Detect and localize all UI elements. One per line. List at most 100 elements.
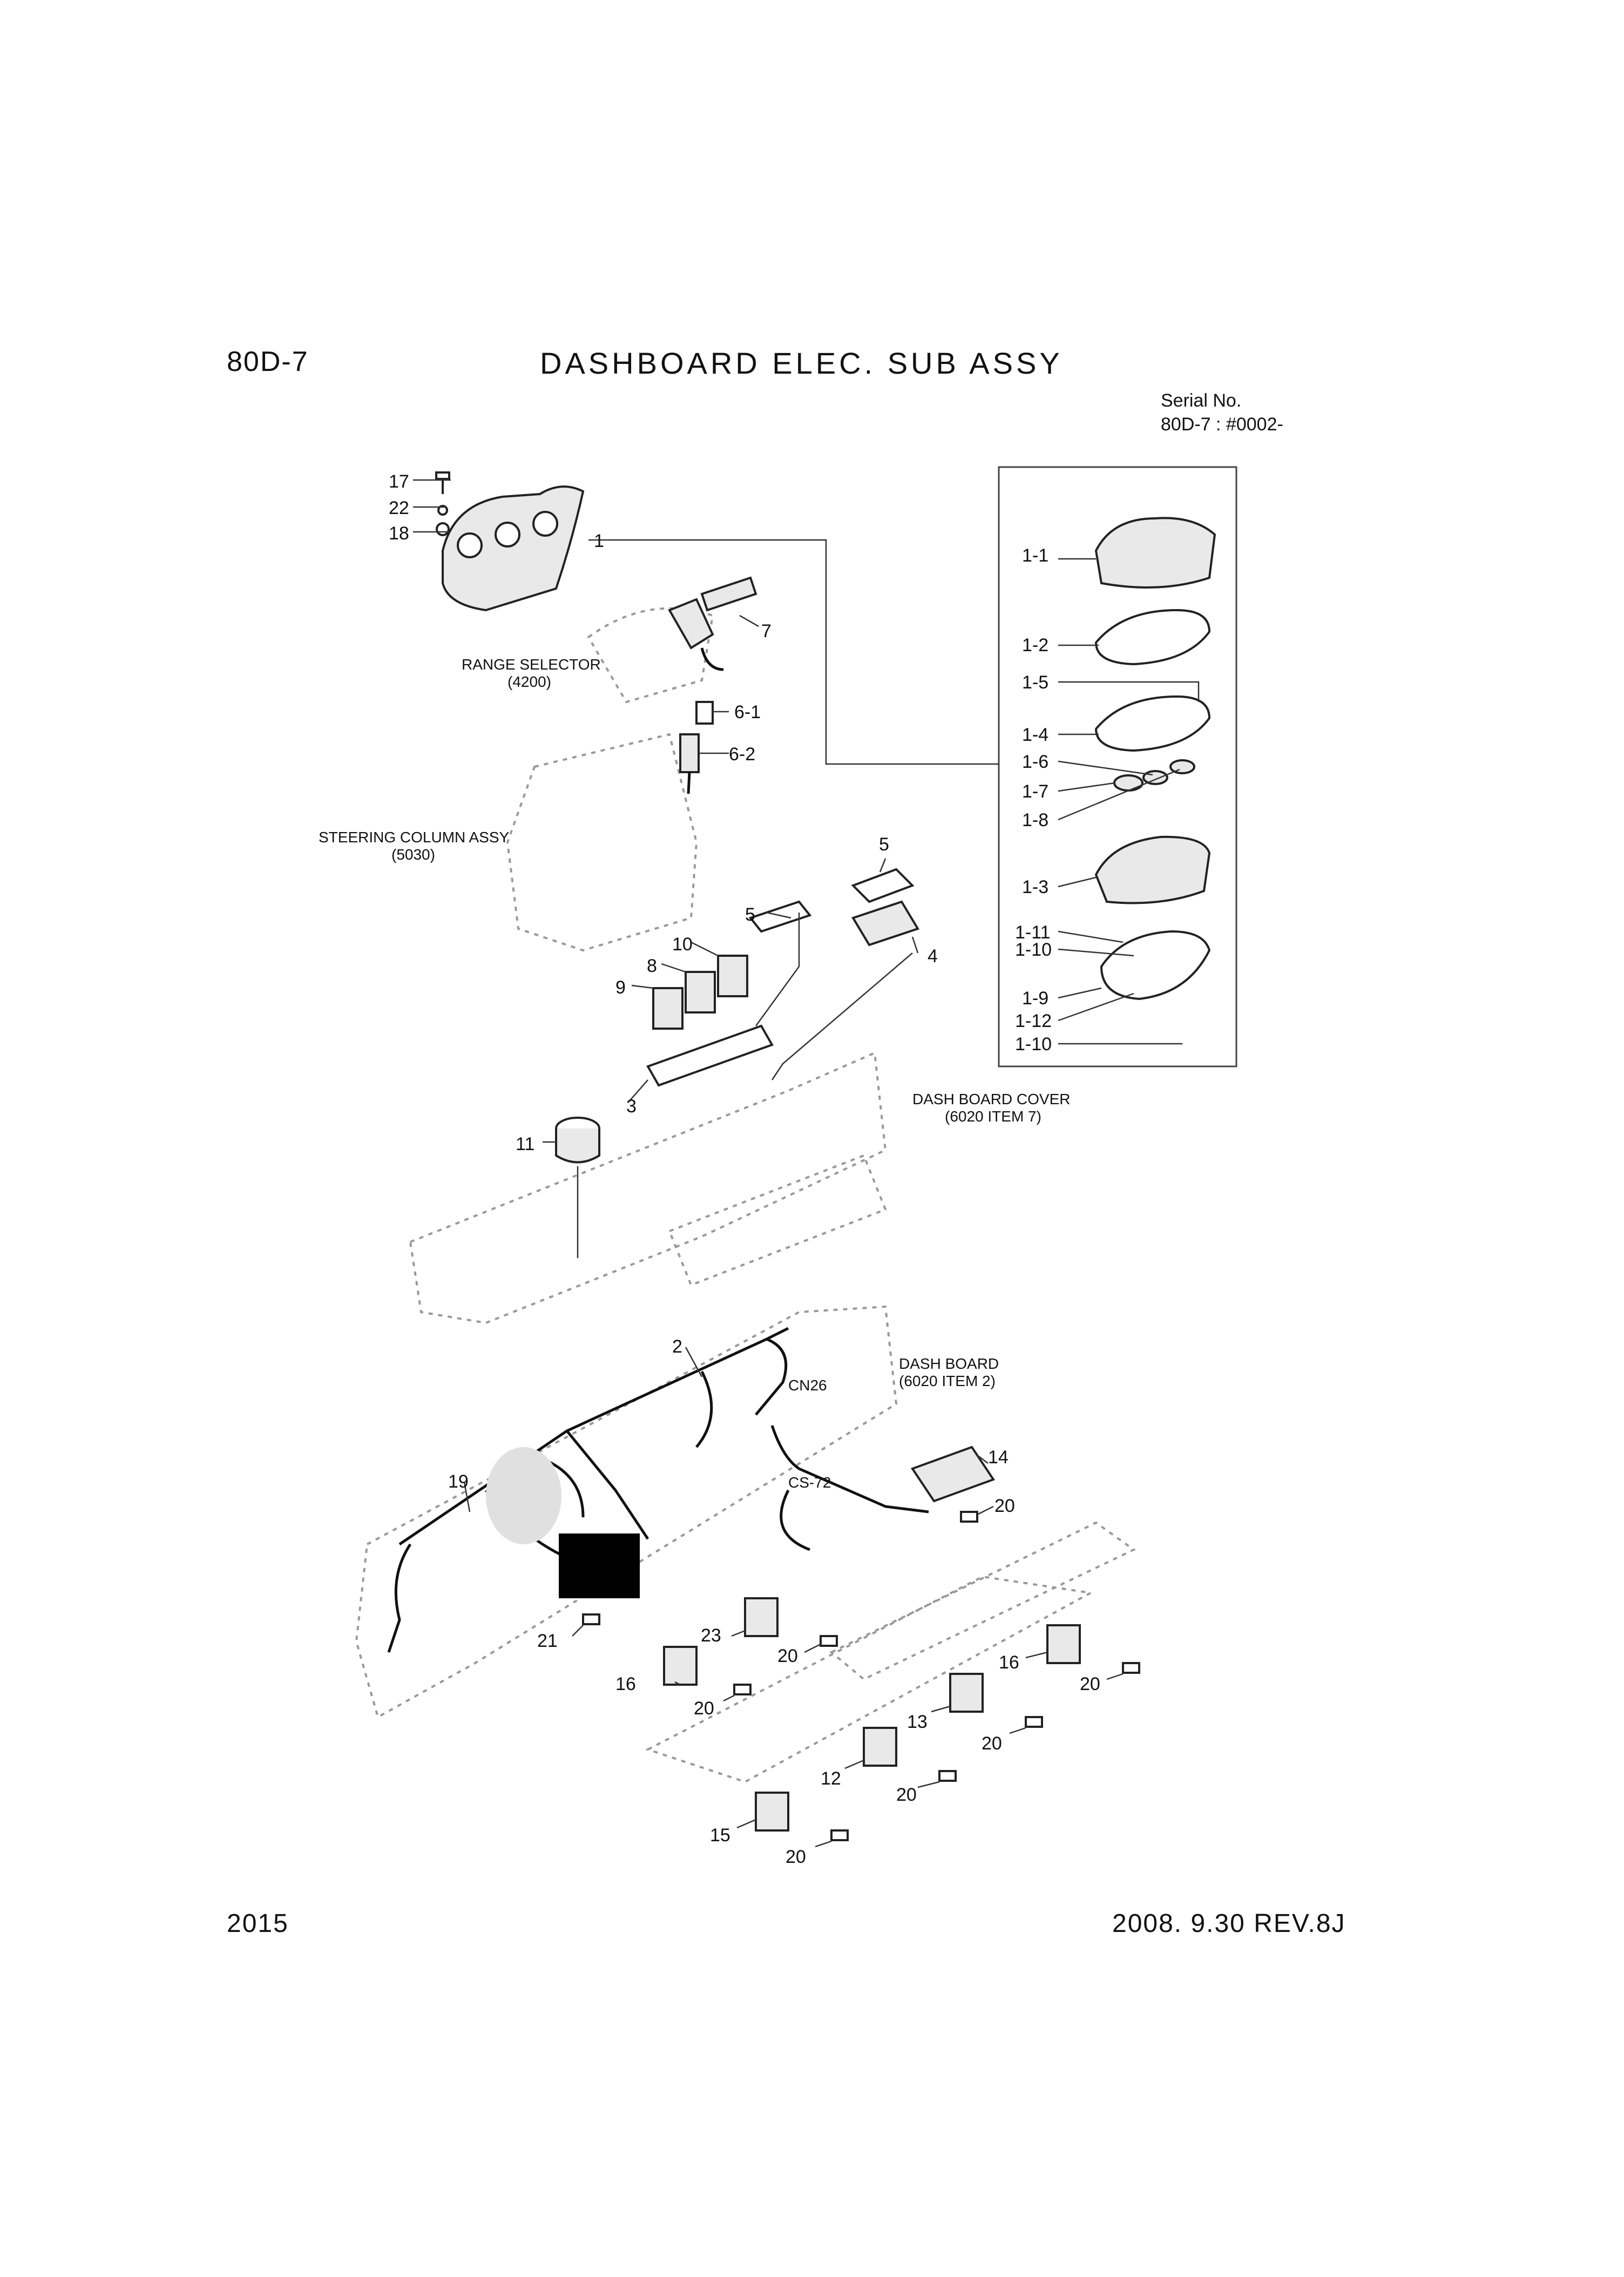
serial-label: Serial No.	[1161, 390, 1242, 411]
callout-6-2: 6-2	[729, 744, 755, 765]
callout-18: 18	[389, 523, 409, 544]
relay-16-left	[663, 1646, 698, 1686]
callout-21: 21	[537, 1631, 558, 1651]
note-dash-board: DASH BOARD	[899, 1355, 999, 1372]
relay-16-right	[1046, 1624, 1081, 1664]
washer-22	[437, 505, 448, 516]
switch-6-1	[695, 701, 714, 725]
model-code: 80D-7	[227, 346, 309, 377]
callout-9: 9	[615, 977, 626, 998]
callout-5-upper: 5	[879, 834, 889, 855]
switch-plate-3	[646, 1024, 774, 1087]
callout-20-g: 20	[786, 1847, 806, 1867]
callout-20-e: 20	[982, 1733, 1002, 1754]
note-dash-board-ref: (6020 ITEM 2)	[899, 1373, 996, 1389]
note-cn26: CN26	[788, 1377, 827, 1394]
ghost-structures	[355, 607, 1136, 1783]
callout-1-12: 1-12	[1015, 1011, 1052, 1031]
callout-1-3: 1-3	[1022, 877, 1048, 897]
callout-20-a: 20	[994, 1496, 1015, 1516]
pcb-1-9	[1100, 930, 1211, 1001]
callout-11: 11	[516, 1134, 534, 1154]
relay-12	[863, 1727, 897, 1767]
callout-22: 22	[389, 498, 409, 518]
switch-8	[685, 971, 716, 1013]
bezel-4	[851, 900, 919, 947]
callout-1-9: 1-9	[1022, 988, 1048, 1009]
callout-7: 7	[761, 621, 772, 641]
callout-1-8: 1-8	[1022, 810, 1048, 830]
washer-18	[436, 522, 450, 536]
callout-5-lower: 5	[745, 904, 755, 925]
callout-13: 13	[907, 1712, 928, 1732]
callout-1: 1	[594, 531, 604, 551]
callout-1-10-b: 1-10	[1015, 1034, 1052, 1055]
note-dash-cover: DASH BOARD COVER	[912, 1091, 1071, 1107]
leader-lines	[413, 479, 1200, 1848]
callout-1-6: 1-6	[1022, 752, 1048, 772]
callout-16-left: 16	[615, 1674, 636, 1694]
callout-12: 12	[821, 1768, 841, 1789]
page-title: DASHBOARD ELEC. SUB ASSY	[540, 346, 1063, 380]
note-cs72: CS-72	[788, 1474, 831, 1491]
callout-10: 10	[672, 934, 693, 955]
callout-20-c: 20	[694, 1698, 714, 1719]
callout-1-10-a: 1-10	[1015, 940, 1052, 960]
controller-14	[910, 1445, 996, 1503]
cover-5-upper	[851, 868, 915, 903]
note-steering-column-ref: (5030)	[391, 846, 435, 863]
callout-1-5: 1-5	[1022, 672, 1048, 693]
revision-date: 2008. 9.30 REV.8J	[1112, 1909, 1346, 1938]
callout-15: 15	[710, 1825, 730, 1846]
callout-1-11: 1-11	[1015, 922, 1051, 943]
serial-value: 80D-7 : #0002-	[1161, 414, 1283, 435]
face-plate-1-4	[1094, 695, 1211, 752]
screw-17	[435, 471, 450, 494]
callout-3: 3	[626, 1096, 637, 1117]
note-dash-cover-ref: (6020 ITEM 7)	[945, 1108, 1041, 1125]
note-range-selector: RANGE SELECTOR	[462, 656, 601, 673]
cluster-cover-1-1	[1094, 517, 1216, 589]
gauge-1-8	[1169, 759, 1195, 774]
callout-1-4: 1-4	[1022, 725, 1048, 745]
housing-1-3	[1094, 835, 1211, 904]
relay-23	[744, 1597, 779, 1637]
callout-20-f: 20	[896, 1785, 917, 1805]
gauge-11	[555, 1117, 600, 1164]
screw-21	[582, 1613, 600, 1625]
serial-number-block: Serial No. 80D-7 : #0002-	[1161, 389, 1283, 436]
callout-20-b: 20	[777, 1646, 798, 1666]
gauge-1-7	[1113, 774, 1143, 792]
harness-clamp-19	[486, 1447, 561, 1544]
page-number: 2015	[227, 1909, 289, 1938]
callout-4: 4	[928, 946, 938, 967]
switch-10	[717, 955, 748, 997]
callout-16-right: 16	[999, 1652, 1019, 1673]
callout-17: 17	[389, 471, 409, 492]
cover-5	[748, 900, 812, 933]
screws-20	[733, 1511, 1140, 1841]
callout-1-2: 1-2	[1022, 635, 1048, 656]
wiring-harness-2	[387, 1327, 929, 1653]
switch-9	[652, 987, 684, 1030]
note-steering-column: STEERING COLUMN ASSY	[319, 829, 510, 846]
redacted-block	[559, 1533, 640, 1598]
callout-14: 14	[988, 1447, 1009, 1468]
instrument-cluster	[442, 485, 585, 612]
callout-20-d: 20	[1080, 1674, 1100, 1694]
callout-8: 8	[647, 956, 657, 976]
relay-13	[949, 1673, 984, 1713]
callout-1-7: 1-7	[1022, 781, 1048, 802]
switch-6-2	[679, 733, 700, 794]
range-selector-lever	[668, 576, 757, 671]
callout-1-1: 1-1	[1022, 545, 1048, 566]
gauge-1-6	[1142, 770, 1168, 785]
lens-1-2	[1094, 609, 1211, 666]
exploded-view-frame	[998, 466, 1237, 1067]
callout-2: 2	[672, 1336, 682, 1357]
note-range-selector-ref: (4200)	[508, 673, 551, 690]
callout-23: 23	[701, 1625, 721, 1646]
relay-15	[755, 1792, 789, 1832]
callout-19: 19	[448, 1471, 469, 1492]
